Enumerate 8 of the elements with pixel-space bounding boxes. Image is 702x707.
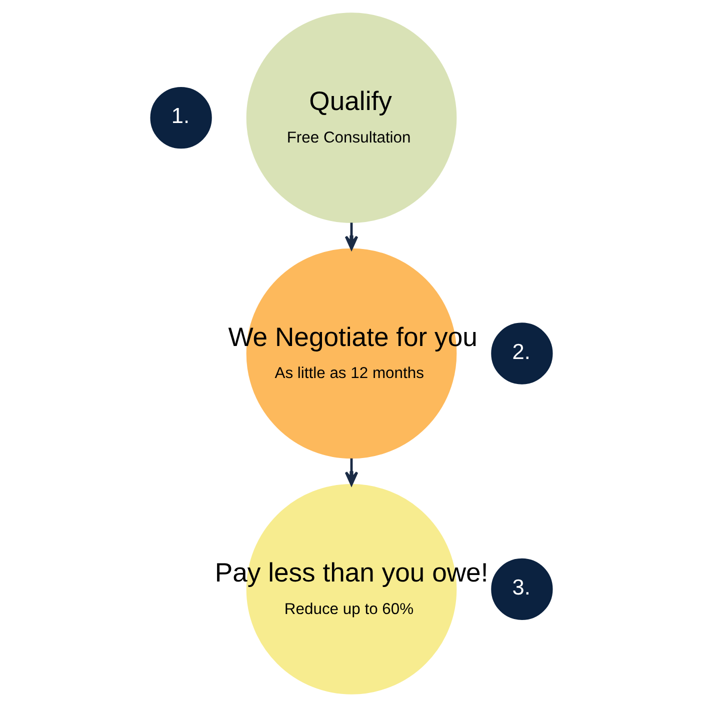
arrow bbox=[344, 222, 358, 250]
node-label: Pay less than you owe! bbox=[214, 557, 488, 588]
node-circle: 3. bbox=[490, 558, 552, 620]
node-circle: Qualify Free Consultation bbox=[246, 12, 456, 223]
node-circle: 1. bbox=[150, 86, 212, 149]
node-circle: 2. bbox=[490, 322, 552, 384]
node-label: We Negotiate for you bbox=[228, 322, 477, 352]
arrow bbox=[344, 458, 358, 486]
